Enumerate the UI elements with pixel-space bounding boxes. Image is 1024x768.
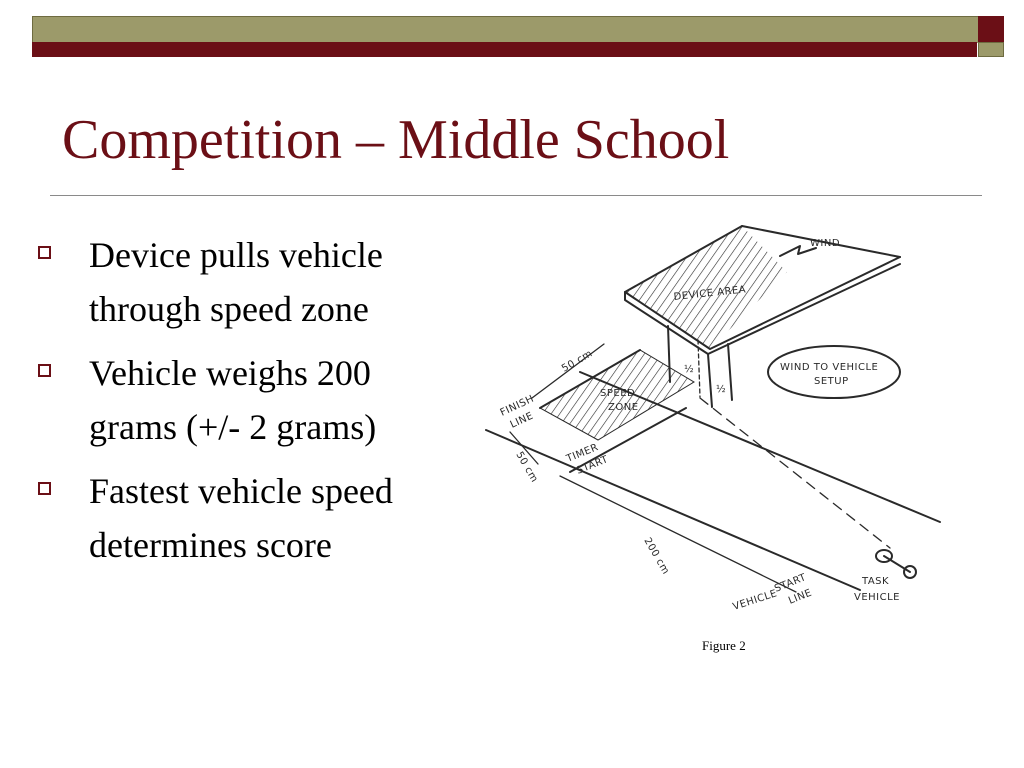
dim-200-label: 200 cm [641, 536, 671, 577]
track-sketch-figure: WIND DEVICE AREA WIND TO VEHICLE SETUP 5… [480, 222, 950, 622]
header-band-olive [32, 16, 979, 43]
header-corner-maroon [978, 16, 1004, 42]
dim-50-top-label: 50 cm [560, 348, 595, 374]
speed-zone-label-line2: ZONE [608, 402, 639, 413]
bullet-list: Device pulls vehicle through speed zone V… [38, 228, 488, 582]
bullet-text: Vehicle weighs 200 grams (+/- 2 grams) [89, 346, 376, 454]
wind-setup-label-line2: SETUP [814, 376, 849, 387]
bullet-line: Device pulls vehicle [89, 235, 383, 275]
bullet-item: Vehicle weighs 200 grams (+/- 2 grams) [38, 346, 488, 454]
device-leg-front [707, 353, 713, 408]
half-right-label: ½ [716, 383, 726, 395]
bullet-line: Vehicle weighs 200 [89, 353, 371, 393]
slide-title: Competition – Middle School [62, 109, 730, 171]
half-left-label: ½ [684, 363, 694, 375]
device-platform-front [624, 263, 901, 355]
header-corner-olive [978, 42, 1004, 57]
wind-arrow-icon [779, 245, 817, 257]
start-line-label-line2: LINE [787, 587, 814, 606]
timer-start-mark [569, 407, 687, 473]
wind-setup-bubble [767, 345, 901, 399]
square-bullet-icon [38, 246, 51, 259]
device-platform-outline [624, 225, 743, 293]
square-bullet-icon [38, 364, 51, 377]
bullet-line: Fastest vehicle speed [89, 471, 393, 511]
vehicle-axle [883, 555, 911, 573]
dim-50-top-line [531, 343, 605, 399]
vehicle-label: VEHICLE [732, 588, 779, 613]
speed-zone-label-line1: SPEED [600, 388, 635, 399]
vehicle-wheel-icon [875, 549, 893, 563]
device-platform-edge [624, 256, 901, 350]
track-center-dashes [699, 397, 891, 549]
wind-setup-label-line1: WIND TO VEHICLE [780, 362, 878, 373]
vehicle-wheel-icon [903, 565, 917, 579]
device-centerline [697, 339, 701, 398]
bullet-line: determines score [89, 525, 332, 565]
bullet-line: through speed zone [89, 289, 369, 329]
square-bullet-icon [38, 482, 51, 495]
wind-label: WIND [810, 238, 840, 249]
speed-zone-hatch [538, 349, 695, 441]
figure-caption: Figure 2 [702, 638, 746, 653]
bullet-line: grams (+/- 2 grams) [89, 407, 377, 447]
device-area-hatch [625, 226, 787, 349]
dim-50-side-label: 50 cm [513, 450, 539, 485]
task-vehicle-label-line2: VEHICLE [854, 592, 900, 603]
bullet-item: Fastest vehicle speed determines score [38, 464, 488, 572]
bullet-item: Device pulls vehicle through speed zone [38, 228, 488, 336]
bullet-text: Fastest vehicle speed determines score [89, 464, 393, 572]
task-vehicle-label-line1: TASK [861, 576, 889, 587]
track-near-edge [485, 429, 861, 591]
track-sketch-drawing: WIND DEVICE AREA WIND TO VEHICLE SETUP 5… [485, 225, 941, 613]
bullet-text: Device pulls vehicle through speed zone [89, 228, 383, 336]
header-band-maroon [32, 42, 977, 57]
dim-50-side-line [509, 431, 539, 465]
dim-200-line [559, 475, 797, 593]
title-divider [50, 195, 982, 196]
device-platform-back [741, 225, 901, 258]
device-leg-right [727, 343, 733, 401]
